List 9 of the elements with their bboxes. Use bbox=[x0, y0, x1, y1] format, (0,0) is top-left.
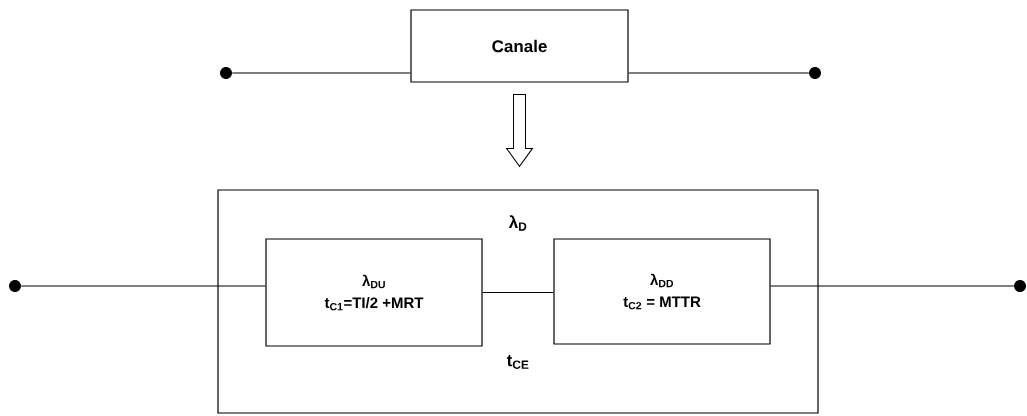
connector-line bbox=[770, 285, 1015, 287]
connector-line bbox=[20, 285, 266, 287]
connector-line bbox=[482, 291, 554, 294]
block-box: Canale bbox=[410, 9, 629, 83]
block-box: λ$_{DD}$ t$_{C2}$ = MTTR bbox=[553, 238, 771, 345]
hollow-arrow bbox=[506, 94, 533, 167]
connector-line bbox=[231, 72, 411, 74]
connector-line bbox=[628, 72, 810, 74]
block-box: λ$_{DU}$ t$_{C1}$=TI/2 +MRT bbox=[265, 238, 483, 347]
